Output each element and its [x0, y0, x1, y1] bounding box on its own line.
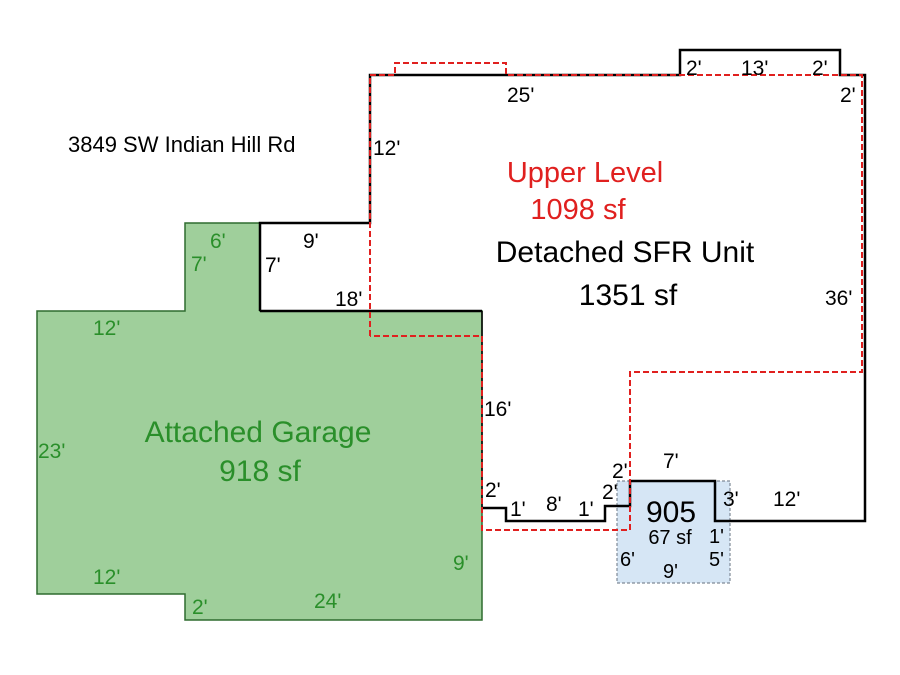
- small-room-905-area: [616, 480, 731, 584]
- dim-room-9: 9': [663, 561, 678, 583]
- dim-right-36: 36': [825, 287, 852, 310]
- dim-room-6: 6': [620, 549, 635, 571]
- dim-bump-2a: 2': [686, 57, 702, 80]
- dim-notch-7: 7': [265, 254, 281, 277]
- upper-level-outline: [369, 62, 863, 531]
- dim-step-2c: 2': [612, 460, 628, 483]
- dim-garage-7: 7': [191, 253, 207, 276]
- dim-mid-16: 16': [484, 398, 511, 421]
- dim-notch-18: 18': [335, 288, 362, 311]
- dim-right-2: 2': [840, 84, 856, 107]
- address-label: 3849 SW Indian Hill Rd: [68, 132, 295, 157]
- main-unit-title: Detached SFR Unit: [496, 236, 755, 269]
- small-room-area: 67 sf: [648, 527, 692, 549]
- dim-room-1: 1': [709, 526, 724, 548]
- dim-step-2a: 2': [485, 479, 501, 502]
- dim-room-12: 12': [773, 488, 800, 511]
- dim-step-2b: 2': [602, 481, 618, 504]
- dim-bump-13: 13': [741, 57, 768, 80]
- dim-garage-24: 24': [314, 590, 341, 613]
- dim-room-7: 7': [663, 450, 679, 473]
- small-room-number: 905: [646, 496, 696, 529]
- dim-step-8: 8': [546, 493, 562, 516]
- dim-garage-2: 2': [192, 596, 208, 619]
- dim-left-12: 12': [373, 137, 400, 160]
- dim-room-3: 3': [723, 488, 739, 511]
- dim-room-5: 5': [709, 549, 724, 571]
- dim-bump-2b: 2': [812, 57, 828, 80]
- dim-garage-12-bottom: 12': [93, 566, 120, 589]
- dim-garage-6: 6': [210, 230, 226, 253]
- garage-title: Attached Garage: [145, 416, 372, 449]
- main-unit-area: 1351 sf: [579, 279, 678, 312]
- dim-notch-9: 9': [303, 230, 319, 253]
- dim-top-25: 25': [507, 84, 534, 107]
- upper-level-area: 1098 sf: [530, 194, 626, 226]
- dim-step-1b: 1': [578, 498, 594, 521]
- dim-step-1a: 1': [510, 498, 526, 521]
- garage-area-label: 918 sf: [219, 455, 301, 488]
- dim-garage-9: 9': [453, 552, 469, 575]
- upper-level-title: Upper Level: [507, 157, 663, 189]
- dim-garage-12-top: 12': [93, 317, 120, 340]
- dim-garage-23: 23': [38, 440, 65, 463]
